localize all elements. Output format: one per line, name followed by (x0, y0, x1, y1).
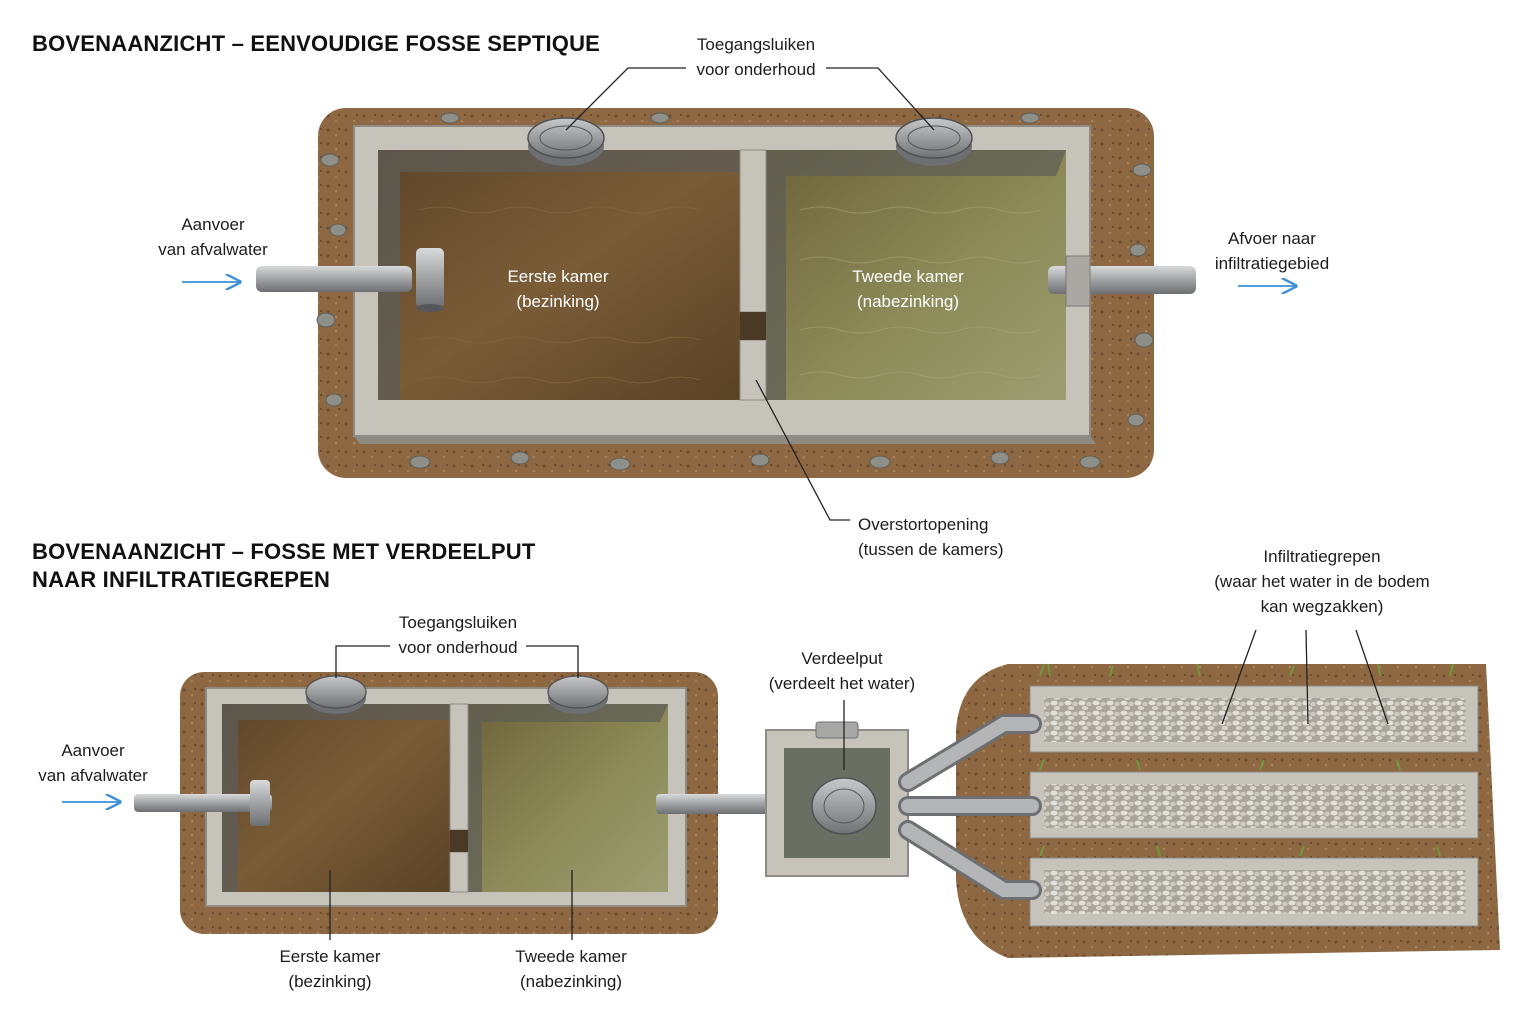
top-hatch-leader-1 (565, 67, 686, 131)
top-chamber1-line-1: Eerste kamer (507, 267, 609, 286)
distribution-box-label: Verdeelput (verdeelt het water) (760, 646, 924, 696)
top-overflow-label: Overstortopening (tussen de kamers) (858, 512, 1004, 562)
distribution-box (765, 700, 909, 877)
trench-2 (1029, 771, 1479, 839)
top-pebbles (316, 112, 1154, 471)
top-chamber-2 (766, 150, 1066, 400)
bottom-inflow-line-1: Aanvoer (61, 741, 125, 760)
top-hatch-leader-2 (826, 67, 935, 131)
bottom-chamber1-line-1: Eerste kamer (279, 947, 381, 966)
bottom-access-hatches-label: Toegangsluiken voor onderhoud (390, 610, 526, 660)
top-access-hatches-line-1: Toegangsluiken (696, 35, 816, 54)
trench-3 (1029, 857, 1479, 927)
trench-leader-3 (1355, 629, 1389, 725)
bottom-chamber2-line-1: Tweede kamer (515, 947, 627, 966)
top-inlet-tee (416, 248, 444, 308)
bottom-hatch-leader-2 (526, 645, 579, 678)
bottom-outlet-pipe (656, 794, 770, 814)
top-chamber2-line-1: Tweede kamer (852, 267, 964, 286)
bottom-inflow-line-2: van afvalwater (38, 766, 148, 785)
trench-1 (1029, 685, 1479, 753)
infiltration-field (898, 629, 1500, 958)
trench-leader-2 (1305, 629, 1309, 725)
distribution-box-line-1: Verdeelput (801, 649, 883, 668)
top-chamber2-label: Tweede kamer (nabezinking) (836, 264, 980, 314)
bottom-inflow-label: Aanvoer van afvalwater (30, 738, 156, 788)
bottom-hatch-2 (547, 675, 609, 714)
bottom-access-hatches-line-1: Toegangsluiken (398, 613, 518, 632)
bottom-chamber1-line-2: (bezinking) (288, 972, 372, 991)
top-chamber1-line-2: (bezinking) (516, 292, 600, 311)
bottom-chamber2-label: Tweede kamer (nabezinking) (500, 944, 642, 994)
bottom-chamber1-label: Eerste kamer (bezinking) (262, 944, 398, 994)
trenches-line-1: Infiltratiegrepen (1263, 547, 1381, 566)
bottom-chamber2-line-2: (nabezinking) (519, 972, 623, 991)
top-title: BOVENAANZICHT – EENVOUDIGE FOSSE SEPTIQU… (32, 31, 601, 56)
top-tank (182, 67, 1296, 521)
top-hatch-2 (895, 117, 973, 166)
distribution-box-line-2: (verdeelt het water) (768, 674, 916, 693)
bottom-tank (62, 645, 770, 940)
grass-tufts (1039, 663, 1454, 857)
top-overflow-line-2: (tussen de kamers) (858, 540, 1004, 559)
bottom-chamber-2 (468, 704, 668, 892)
bottom-title-line-1: BOVENAANZICHT – FOSSE MET VERDEELPUT (32, 539, 536, 564)
trenches-line-2: (waar het water in de bodem (1214, 572, 1430, 591)
top-inflow-line-1: Aanvoer (181, 215, 245, 234)
top-overflow-leader (755, 379, 850, 521)
top-chamber1-label: Eerste kamer (bezinking) (488, 264, 628, 314)
top-outflow-label: Afvoer naar infiltratiegebied (1204, 226, 1340, 276)
top-access-hatches-label: Toegangsluiken voor onderhoud (686, 32, 826, 82)
distribution-box-hatch (811, 777, 877, 835)
top-overflow-line-1: Overstortopening (858, 515, 989, 534)
bottom-title: BOVENAANZICHT – FOSSE MET VERDEELPUT NAA… (32, 538, 535, 594)
top-inflow-line-2: van afvalwater (158, 240, 268, 259)
top-inlet-pipe (256, 266, 412, 292)
trenches-label: Infiltratiegrepen (waar het water in de … (1206, 544, 1438, 619)
top-chamber2-line-2: (nabezinking) (856, 292, 960, 311)
bottom-hatch-leader-1 (335, 645, 390, 678)
bottom-inlet-pipe (134, 794, 272, 812)
top-access-hatches-line-2: voor onderhoud (696, 60, 816, 79)
bottom-access-hatches-line-2: voor onderhoud (398, 638, 518, 657)
top-outflow-line-2: infiltratiegebied (1214, 254, 1330, 273)
bottom-title-line-2: NAAR INFILTRATIEGREPEN (32, 567, 331, 592)
top-outflow-line-1: Afvoer naar (1228, 229, 1316, 248)
trenches-line-3: kan wegzakken) (1260, 597, 1384, 616)
top-inflow-label: Aanvoer van afvalwater (150, 212, 276, 262)
distribution-pipes (898, 714, 1042, 900)
top-hatch-1 (527, 117, 605, 166)
bottom-hatch-1 (305, 675, 367, 714)
bottom-overflow-opening (450, 830, 468, 852)
trench-leader-1 (1221, 629, 1257, 725)
top-overflow-opening (740, 312, 766, 340)
top-divider-upper (739, 149, 767, 313)
